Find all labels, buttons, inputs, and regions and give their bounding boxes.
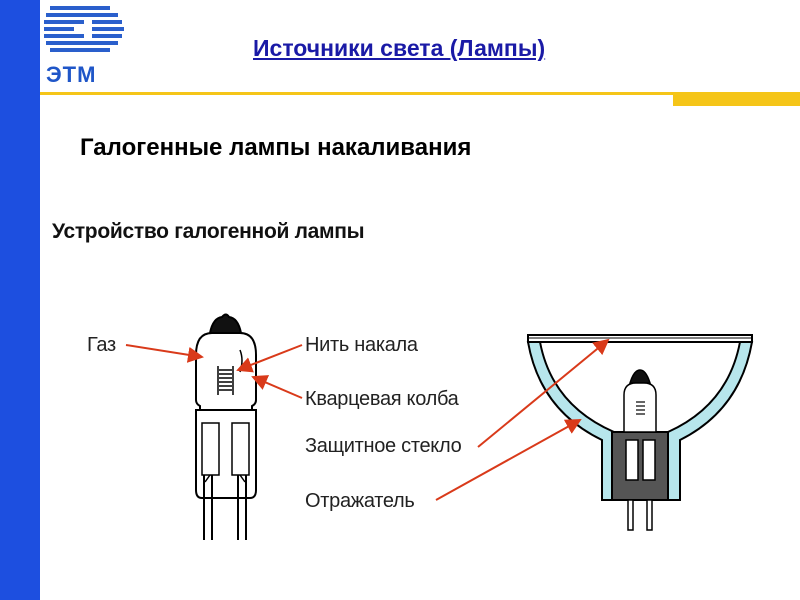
slide-subtitle: Галогенные лампы накаливания bbox=[80, 134, 472, 161]
header-divider-accent bbox=[673, 92, 800, 106]
left-accent-bar bbox=[0, 0, 40, 600]
arrow-quartz-bulb bbox=[251, 375, 303, 399]
arrow-gas bbox=[125, 344, 204, 363]
arrow-reflector bbox=[435, 419, 582, 501]
etm-logo bbox=[40, 0, 130, 92]
label-reflector: Отражатель bbox=[305, 490, 415, 512]
logo-text: ЭТМ bbox=[46, 62, 97, 87]
halogen-capsule-lamp bbox=[195, 313, 257, 540]
page-title: Источники света (Лампы) bbox=[253, 35, 546, 61]
arrow-filament bbox=[236, 344, 303, 373]
section-heading: Устройство галогенной лампы bbox=[52, 220, 365, 243]
header-divider bbox=[40, 92, 800, 95]
label-protective-glass: Защитное стекло bbox=[305, 435, 462, 457]
arrow-protective-glass bbox=[477, 338, 610, 448]
label-gas: Газ bbox=[87, 334, 116, 356]
label-filament: Нить накала bbox=[305, 334, 418, 356]
label-quartz-bulb: Кварцевая колба bbox=[305, 388, 459, 410]
pointer-arrows bbox=[125, 338, 610, 501]
reflector-lamp bbox=[526, 334, 754, 531]
